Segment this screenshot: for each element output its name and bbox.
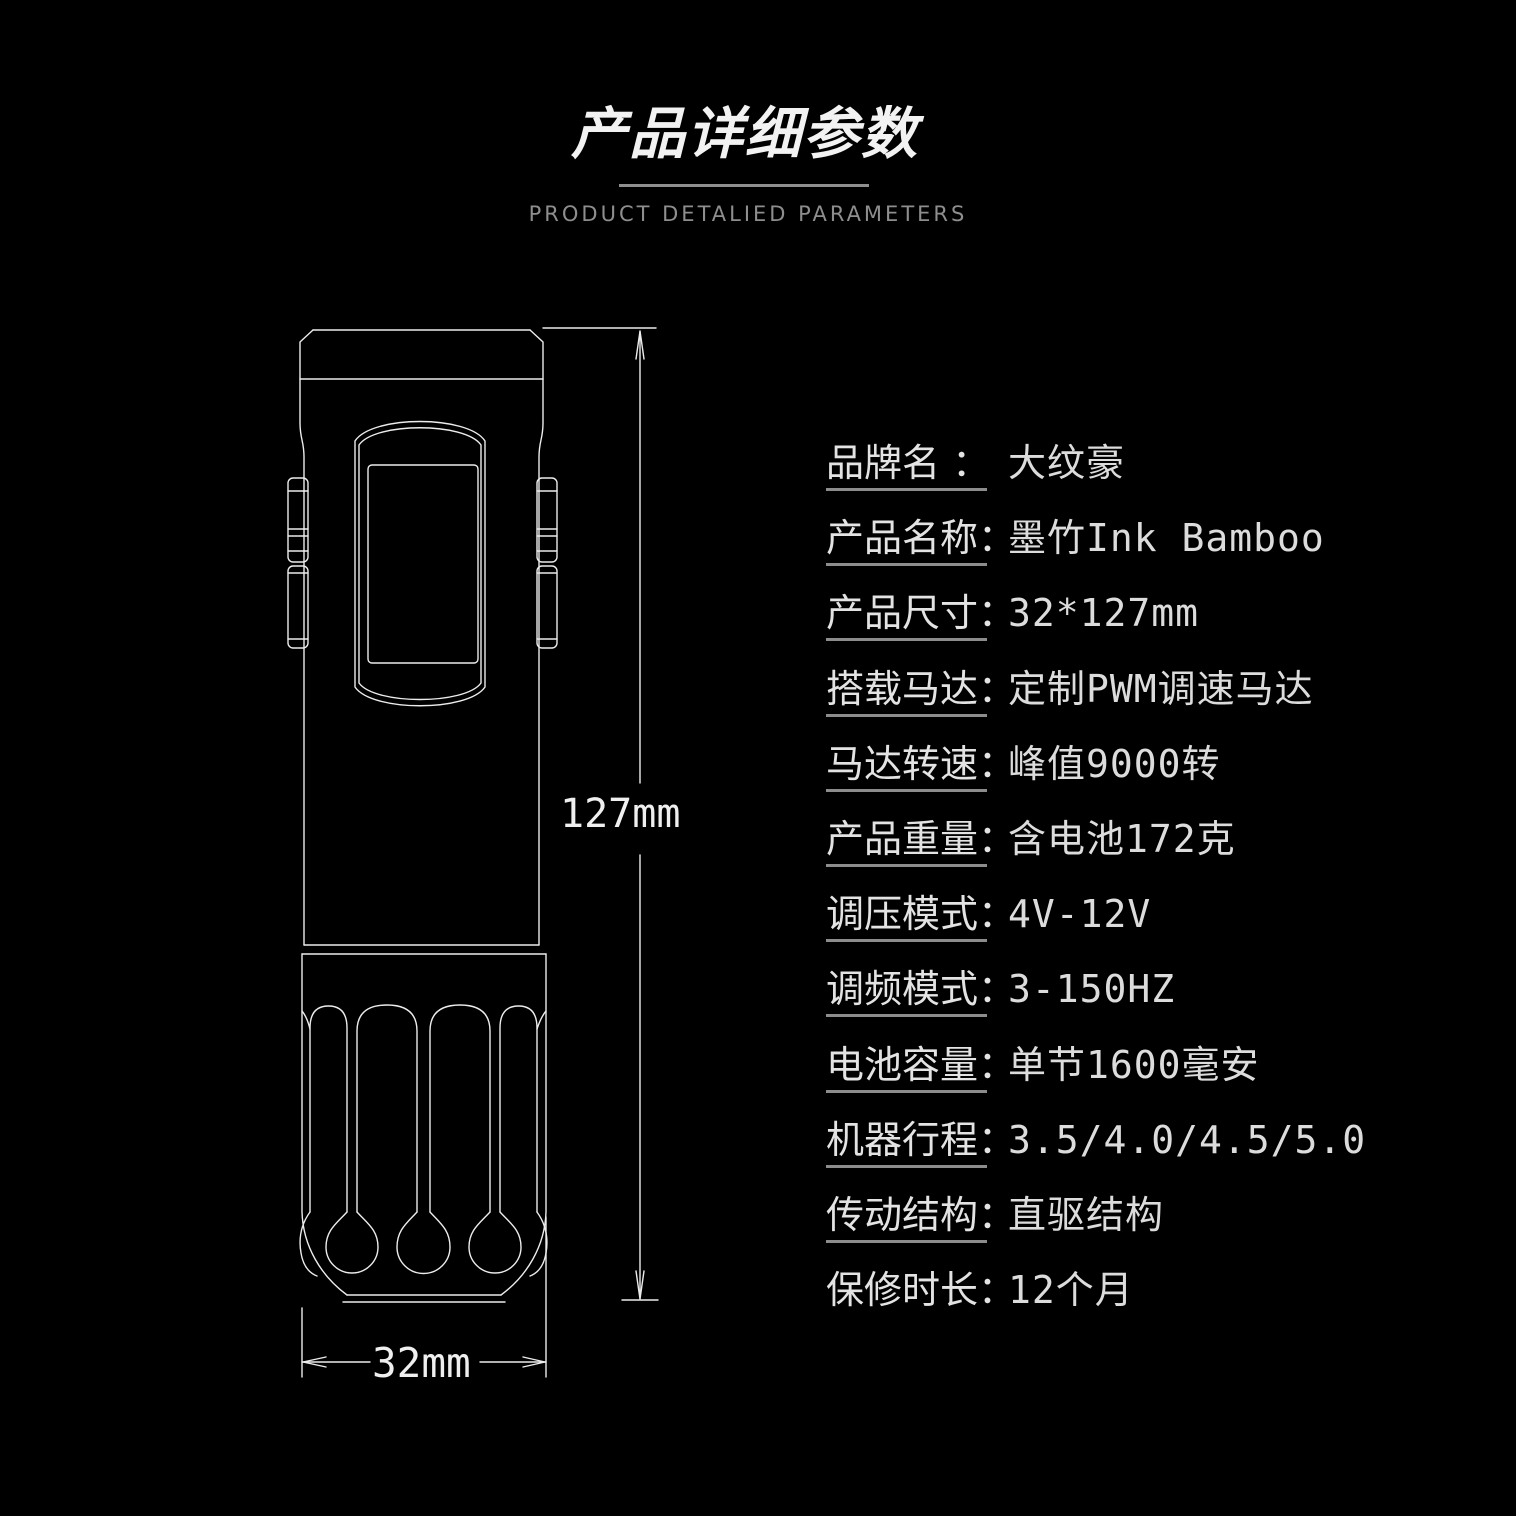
spec-value: 峰值9000转 [1008,741,1221,786]
spec-row: 电池容量：单节1600毫安 [826,1042,1446,1117]
spec-label: 电池容量： [826,1042,1017,1087]
arrow-left [302,1356,327,1368]
spec-label-underline [826,1164,987,1168]
spec-label: 产品尺寸： [826,591,1017,636]
spec-label: 调压模式： [826,892,1017,937]
spec-row: 马达转速：峰值9000转 [826,741,1446,816]
spec-value: 12个月 [1008,1268,1134,1313]
spec-value: 4V-12V [1008,892,1152,937]
spec-label-underline [826,939,987,943]
pen-outline [299,329,547,1303]
spec-value: 大纹豪 [1008,441,1126,485]
page-title: 产品详细参数 [571,102,919,167]
spec-label: 调频模式： [826,967,1017,1012]
spec-label-underline [826,863,987,867]
spec-row: 产品尺寸：32*127mm [826,590,1446,665]
spec-row: 产品重量：含电池172克 [826,816,1446,891]
dimension-lines [301,327,659,1378]
spec-label-underline [826,1014,987,1018]
spec-label-underline [826,563,987,567]
spec-value: 直驱结构 [1008,1192,1165,1237]
spec-label-underline [826,488,987,491]
spec-label-underline [826,1089,987,1093]
spec-label: 机器行程： [826,1117,1017,1162]
spec-row: 传动结构：直驱结构 [826,1192,1446,1267]
display-window [367,464,479,664]
arrow-down [635,1270,645,1300]
spec-label: 品牌名 ： [826,441,991,485]
spec-value: 含电池172克 [1008,816,1236,861]
spec-label: 产品名称： [826,516,1017,561]
pen-screen [354,420,486,707]
spec-label: 搭载马达： [826,666,1017,711]
spec-value: 墨竹Ink Bamboo [1008,516,1325,561]
spec-row: 产品名称：墨竹Ink Bamboo [826,515,1446,590]
spec-row: 品牌名 ： 大纹豪 [826,440,1446,515]
spec-value: 单节1600毫安 [1008,1042,1260,1087]
spec-label: 传动结构： [826,1192,1017,1237]
spec-label: 保修时长： [826,1268,1017,1313]
arrow-up [635,330,645,360]
spec-row: 搭载马达：定制PWM调速马达 [826,666,1446,741]
spec-row: 调压模式：4V-12V [826,891,1446,966]
width-dimension-label: 32mm [372,1339,471,1387]
spec-label: 产品重量： [826,816,1017,861]
spec-label: 马达转速： [826,741,1017,786]
arrow-right [522,1356,546,1368]
page-subtitle: PRODUCT DETALIED PARAMETERS [528,202,968,226]
spec-label-underline [826,788,987,792]
header: 产品详细参数 PRODUCT DETALIED PARAMETERS [0,102,1516,227]
pen-diagram: 127mm 32mm [280,315,700,1425]
spec-value: 3.5/4.0/4.5/5.0 [1008,1117,1367,1162]
spec-value: 32*127mm [1008,591,1200,636]
pen-grip [299,1004,548,1277]
spec-row: 保修时长：12个月 [826,1267,1446,1342]
spec-value: 定制PWM调速马达 [1008,666,1314,711]
spec-label-underline [826,1239,987,1243]
spec-label-underline [826,713,987,717]
spec-row: 机器行程：3.5/4.0/4.5/5.0 [826,1117,1446,1192]
spec-label-underline [826,638,987,642]
spec-row: 调频模式：3-150HZ [826,966,1446,1041]
spec-value: 3-150HZ [1008,967,1176,1012]
pen-technical-drawing [287,327,659,1378]
title-divider [619,184,869,187]
height-dimension-label: 127mm [560,791,681,837]
pen-side-buttons [287,477,558,649]
